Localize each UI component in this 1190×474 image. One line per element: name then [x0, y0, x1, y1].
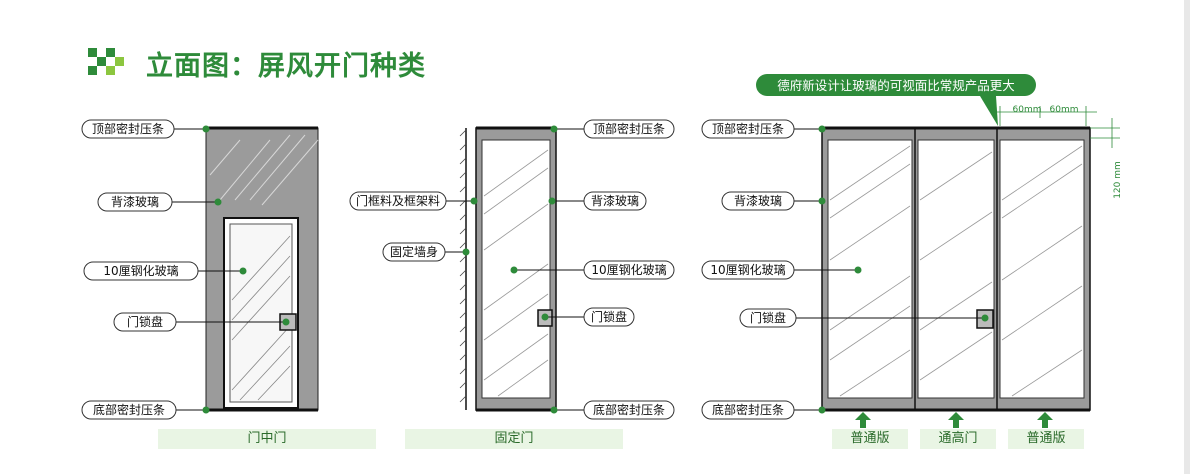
p3-callout: 德府新设计让玻璃的可视面比常规产品更大	[777, 78, 1015, 93]
p3-dim-width-left: 60mm	[1013, 105, 1042, 115]
p1-label-tempered-glass: 10厘钢化玻璃	[103, 264, 178, 278]
caption-full-height: 通高门	[920, 429, 996, 449]
brand-logo-icon	[88, 48, 128, 76]
page-edge	[1184, 0, 1190, 474]
arrow-up-icon	[1037, 412, 1053, 428]
p2-label-fixed-wall: 固定墙身	[390, 244, 438, 259]
panel-full-height: 顶部密封压条 背漆玻璃 10厘钢化玻璃 门锁盘 底部密封压条 德府新设计让玻璃的…	[701, 74, 1123, 428]
p3-label-lock: 门锁盘	[750, 310, 786, 325]
p2-label-top-seal: 顶部密封压条	[593, 121, 665, 136]
page-title: 立面图：屏风开门种类	[146, 51, 426, 82]
p3-label-top-seal: 顶部密封压条	[712, 121, 784, 136]
p3-dim-height: 120 mm	[1113, 161, 1123, 199]
caption-door-in-door: 门中门	[158, 429, 376, 449]
p3-label-bottom-seal: 底部密封压条	[712, 402, 784, 417]
p3-label-painted-glass: 背漆玻璃	[734, 194, 782, 208]
panel-fixed-door: 门框料及框架料 固定墙身 顶部密封压条 背漆玻璃 10厘钢化玻璃 门锁盘 底部密…	[349, 119, 675, 420]
panel-door-in-door: 顶部密封压条 背漆玻璃 10厘钢化玻璃 门锁盘 底部密封压条	[81, 119, 319, 420]
arrow-up-icon	[855, 412, 871, 428]
p2-label-tempered-glass: 10厘钢化玻璃	[591, 263, 666, 277]
p1-label-painted-glass: 背漆玻璃	[111, 195, 159, 209]
p1-label-lock: 门锁盘	[127, 314, 163, 329]
p2-label-lock: 门锁盘	[591, 309, 627, 324]
caption-standard-right: 普通版	[1008, 429, 1084, 449]
p2-label-bottom-seal: 底部密封压条	[593, 402, 665, 417]
p1-label-bottom-seal: 底部密封压条	[93, 402, 165, 417]
p2-label-frame: 门框料及框架料	[356, 193, 440, 208]
p3-dim-width-right: 60mm	[1050, 105, 1079, 115]
arrow-up-icon	[948, 412, 964, 428]
caption-standard-left: 普通版	[832, 429, 908, 449]
p2-label-painted-glass: 背漆玻璃	[591, 194, 639, 208]
p3-label-tempered-glass: 10厘钢化玻璃	[710, 263, 785, 277]
caption-fixed-door: 固定门	[405, 429, 623, 449]
p1-label-top-seal: 顶部密封压条	[92, 121, 164, 136]
